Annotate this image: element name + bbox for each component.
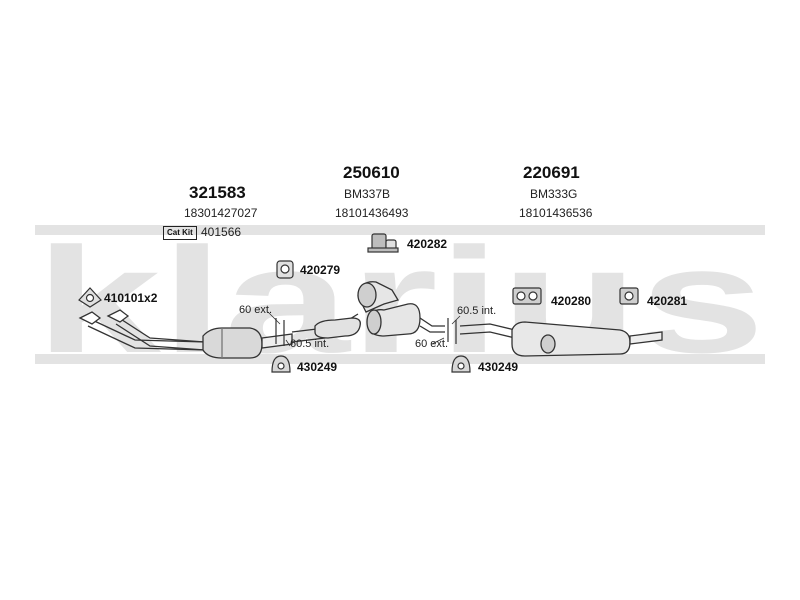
- front-downpipe[interactable]: [78, 309, 206, 351]
- rear-oem-number: 18101436536: [519, 206, 593, 220]
- gasket-number[interactable]: 410101x2: [104, 291, 158, 305]
- clamp-rear-number[interactable]: 430249: [478, 360, 519, 374]
- clamp-icon: [451, 355, 471, 373]
- catalytic-converter[interactable]: [202, 327, 293, 359]
- watermark-band-top: [35, 225, 765, 235]
- joint2-ext-label: 60 ext.: [415, 338, 449, 350]
- rear-model: BM333G: [530, 187, 578, 201]
- rubber-mount-icon: [367, 233, 399, 253]
- middle-silencer[interactable]: [357, 281, 445, 337]
- rear-silencer[interactable]: [459, 321, 663, 357]
- rubber-mount-icon: [512, 287, 542, 305]
- mount-middle-number[interactable]: 420282: [407, 237, 448, 251]
- mount-rear-a-number[interactable]: 420280: [551, 294, 592, 308]
- joint-marker-2: [447, 318, 457, 344]
- middle-model: BM337B: [344, 187, 391, 201]
- front-part-number[interactable]: 321583: [189, 183, 246, 202]
- clamp-front-number[interactable]: 430249: [297, 360, 338, 374]
- joint-marker-1: [275, 318, 285, 346]
- rubber-mount-icon: [276, 260, 294, 279]
- intermediate-pipe[interactable]: [291, 313, 361, 343]
- front-oem-number: 18301427027: [184, 206, 258, 220]
- joint1-int-label: 60.5 int.: [290, 338, 330, 350]
- middle-oem-number: 18101436493: [335, 206, 409, 220]
- joint1-ext-label: 60 ext.: [239, 304, 273, 316]
- rear-part-number[interactable]: 220691: [523, 163, 580, 182]
- mount-rear-b-number[interactable]: 420281: [647, 294, 688, 308]
- gasket-icon: [78, 287, 102, 308]
- watermark-logo-text: klarius: [35, 216, 765, 384]
- middle-part-number[interactable]: 250610: [343, 163, 400, 182]
- joint2-int-label: 60.5 int.: [457, 305, 497, 317]
- catkit-badge: Cat Kit: [163, 226, 197, 240]
- clamp-icon: [271, 355, 291, 373]
- rubber-mount-icon: [619, 287, 639, 305]
- watermark-band-bottom: [35, 354, 765, 364]
- leader-lines: [267, 311, 461, 347]
- mount-front-number[interactable]: 420279: [300, 263, 341, 277]
- catkit-number[interactable]: 401566: [201, 225, 242, 239]
